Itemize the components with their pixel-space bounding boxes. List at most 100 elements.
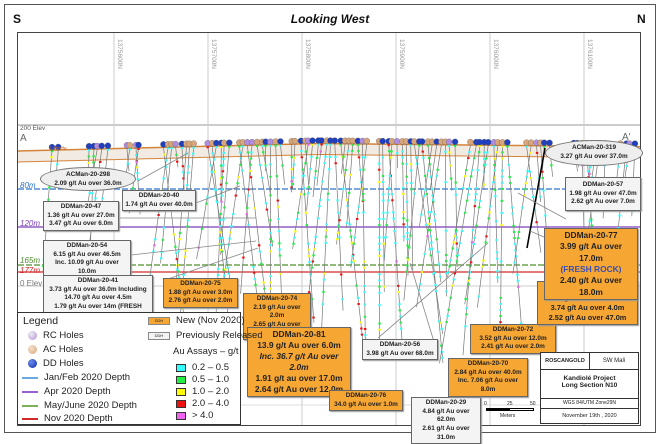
assay-interval	[175, 154, 177, 156]
assay-interval	[512, 225, 514, 227]
assay-interval	[483, 184, 485, 186]
drill-hole-trace	[404, 145, 419, 301]
level-165m-label: 165m	[20, 256, 40, 265]
assay-interval	[223, 152, 225, 154]
assay-interval	[447, 315, 449, 317]
assay-interval	[242, 145, 244, 147]
assay-interval	[296, 218, 298, 220]
assay-interval	[398, 303, 400, 305]
level-177m-label: 177m	[20, 266, 40, 275]
assay-interval	[261, 177, 263, 179]
assay-interval	[529, 171, 531, 173]
assay-interval	[405, 163, 407, 165]
assay-interval	[470, 175, 472, 177]
assay-interval	[349, 229, 351, 231]
legend-title: Legend	[23, 315, 58, 327]
assay-interval	[406, 201, 408, 203]
assay-interval	[394, 242, 396, 244]
assay-interval	[385, 224, 387, 226]
assay-interval	[410, 163, 412, 165]
assay-interval	[438, 320, 440, 322]
assay-interval	[423, 195, 425, 197]
assay-interval	[186, 225, 188, 227]
assay-interval	[399, 322, 401, 324]
assay-interval	[392, 211, 394, 213]
assay-interval	[349, 174, 351, 176]
assay-interval	[362, 169, 364, 171]
assay-interval	[591, 225, 593, 227]
assay-interval	[176, 269, 178, 271]
assay-interval	[532, 196, 534, 198]
assay-interval	[322, 291, 324, 293]
drill-collar	[136, 142, 142, 148]
assay-interval	[293, 157, 295, 159]
assay-interval	[525, 146, 527, 148]
assay-interval	[348, 192, 350, 194]
assay-interval	[238, 145, 240, 147]
assay-interval	[391, 193, 393, 195]
legend-ac-holes: AC Holes	[43, 344, 83, 355]
assay-interval	[338, 219, 340, 221]
north-label: N	[637, 12, 646, 26]
assay-interval	[406, 271, 408, 273]
assay-interval	[315, 170, 317, 172]
assay-interval	[357, 297, 359, 299]
assay-intercept: 2.52 g/t Au over 47.0m	[540, 313, 635, 323]
assay-interval	[312, 260, 314, 262]
assay-interval	[313, 248, 315, 250]
assay-interval	[501, 188, 503, 190]
assay-interval	[153, 244, 155, 246]
assay-interval	[422, 151, 424, 153]
assay-intercept: 34.0 g/t Au over 1.0m	[332, 401, 400, 410]
assay-interval	[444, 151, 446, 153]
callout-leader-line	[131, 241, 256, 255]
assay-interval	[517, 237, 519, 239]
hole-id: DDMan-20-47	[46, 203, 116, 212]
assay-interval	[378, 224, 380, 226]
assay-interval	[229, 238, 231, 240]
assay-interval	[395, 260, 397, 262]
drill-collar	[504, 139, 510, 145]
assay-interval	[483, 152, 485, 154]
ac-hole-icon	[28, 345, 37, 354]
assay-interval	[341, 298, 343, 300]
assay-interval	[495, 239, 497, 241]
assay-interval	[454, 235, 456, 237]
assay-interval	[88, 149, 90, 151]
assay-interval	[455, 229, 457, 231]
assay-interval	[221, 176, 223, 178]
assay-interval	[346, 222, 348, 224]
assay-interval	[439, 276, 441, 278]
assay-interval	[410, 144, 412, 146]
assay-interval	[434, 220, 436, 222]
assay-interval	[246, 213, 248, 215]
assay-interval	[378, 304, 380, 306]
assay-interval	[269, 219, 271, 221]
assay-interval	[453, 278, 455, 280]
assay-interval	[136, 172, 138, 174]
assay-intercept: 2.40 g/t Au over 18.0m	[547, 275, 635, 298]
assay-interval	[489, 205, 491, 207]
assay-interval	[269, 232, 271, 234]
assay-intercept: 14.70 g/t Au over 4.5m	[46, 294, 150, 303]
assay-interval	[455, 188, 457, 190]
assay-interval	[464, 298, 466, 300]
assay-intercept: 3.74 g/t Au over 4.0m	[540, 303, 635, 313]
assay-interval	[386, 212, 388, 214]
drill-collar	[277, 138, 283, 144]
assay-interval	[311, 267, 313, 269]
assay-interval	[239, 164, 241, 166]
assay-interval	[91, 192, 93, 194]
assay-interval	[324, 156, 326, 158]
assay-interval	[470, 261, 472, 263]
hole-id: DDMan-20-75	[166, 280, 235, 289]
assay-interval	[413, 193, 415, 195]
drill-collar	[226, 140, 232, 146]
assay-interval	[308, 261, 310, 263]
assay-interval	[219, 219, 221, 221]
assay-interval	[385, 236, 387, 238]
assay-interval	[221, 237, 223, 239]
assay-interval	[281, 164, 283, 166]
northing-label: 1375700N	[210, 39, 217, 69]
assay-interval	[314, 177, 316, 179]
